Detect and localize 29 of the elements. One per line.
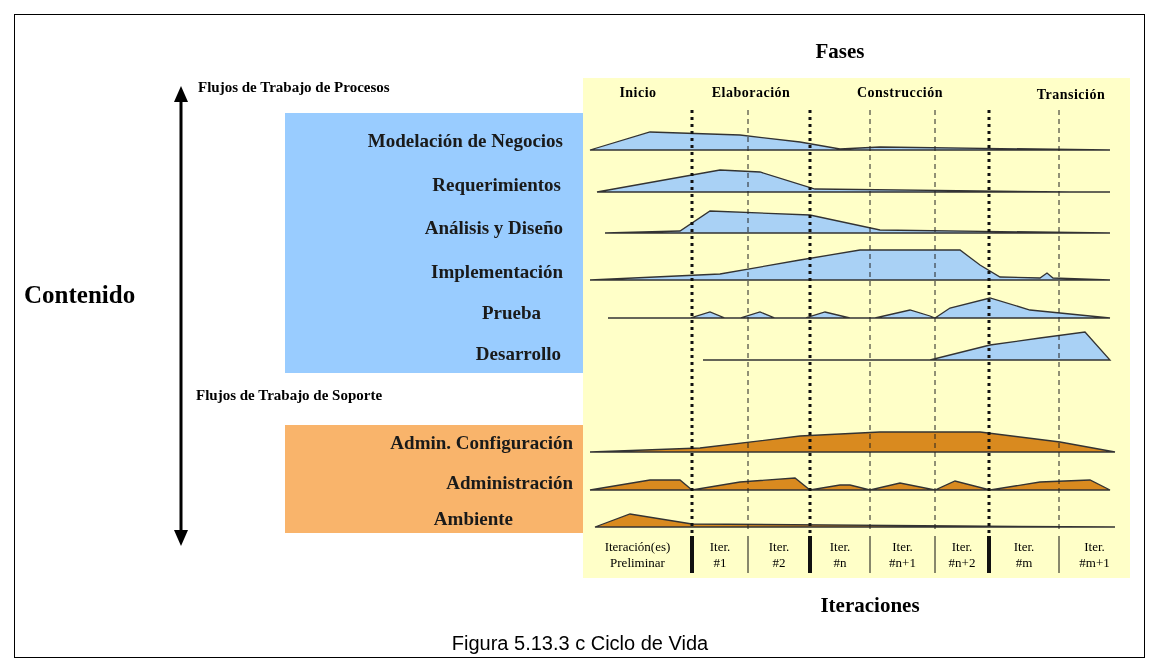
phase-label: Construcción <box>855 84 945 102</box>
workflow-label: Administración <box>446 471 573 495</box>
workflow-label: Desarrollo <box>475 342 561 366</box>
workflow-label: Análisis y Diseño <box>424 216 563 240</box>
iteration-label: Iter. #m <box>1012 539 1036 571</box>
axis-heading: Iteraciones <box>819 592 921 619</box>
iteration-label: Iteración(es) Preliminar <box>603 539 672 571</box>
phase-label: Transición <box>1035 86 1107 104</box>
iteration-label: Iter. #2 <box>767 539 791 571</box>
figure-caption: Figura 5.13.3 c Ciclo de Vida <box>450 631 710 656</box>
phase-label: Elaboración <box>710 84 792 102</box>
section-heading: Flujos de Trabajo de Soporte <box>196 386 383 405</box>
workflow-label: Prueba <box>481 301 541 325</box>
iteration-label: Iter. #n+1 <box>888 539 917 571</box>
iteration-label: Iter. #n+2 <box>947 539 977 571</box>
iteration-label: Iter. #1 <box>708 539 732 571</box>
phase-label: Inicio <box>618 84 658 102</box>
workflow-band <box>285 113 583 373</box>
workflow-label: Implementación <box>431 260 563 284</box>
workflow-label: Requerimientos <box>432 173 561 197</box>
axis-heading: Fases <box>814 38 866 65</box>
axis-label: Contenido <box>24 280 136 310</box>
section-heading: Flujos de Trabajo de Procesos <box>198 78 390 97</box>
iteration-label: Iter. #n <box>828 539 852 571</box>
workflow-label: Ambiente <box>433 507 513 531</box>
workflow-label: Modelación de Negocios <box>367 129 563 153</box>
workflow-label: Admin. Configuración <box>390 431 573 455</box>
iteration-label: Iter. #m+1 <box>1078 539 1111 571</box>
workflow-band <box>285 425 583 533</box>
